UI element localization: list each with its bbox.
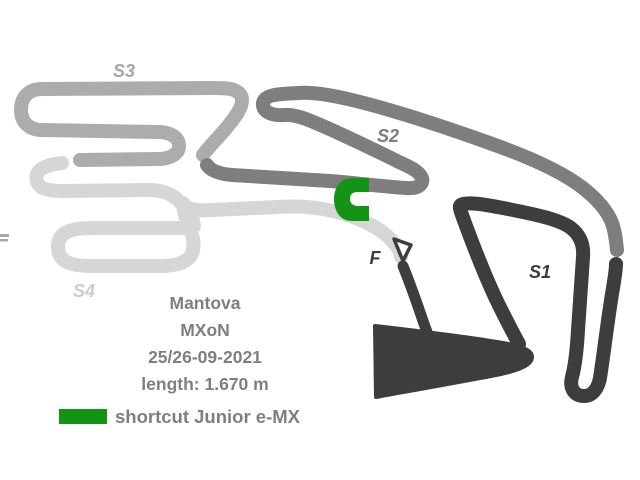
sector-3-path [14,81,249,167]
track-length: length: 1.670 m [141,374,268,394]
sector-label-s1: S1 [529,262,551,282]
sector-2-path [200,85,624,257]
sector-label-s3: S3 [113,61,135,81]
shortcut-path [334,178,369,221]
finish-pennant-icon [392,237,413,263]
legend-swatch [59,409,107,424]
finish-label: F [370,248,382,268]
finish-access-path [397,260,433,338]
event-name: MXoN [180,320,230,340]
sector-4-loop-path [51,196,201,273]
sector-label-s2: S2 [377,126,399,146]
legend-label: shortcut Junior e-MX [115,406,301,427]
event-date: 25/26-09-2021 [148,347,262,367]
sector-label-s4: S4 [73,281,95,301]
sector-1-path [452,196,623,403]
edge-artifact [0,234,9,242]
track-info-block: Mantova MXoN 25/26-09-2021 length: 1.670… [141,293,268,394]
start-funnel [373,324,534,399]
track-name: Mantova [170,293,241,313]
legend: shortcut Junior e-MX [59,406,301,427]
sector-4-path [29,156,408,264]
